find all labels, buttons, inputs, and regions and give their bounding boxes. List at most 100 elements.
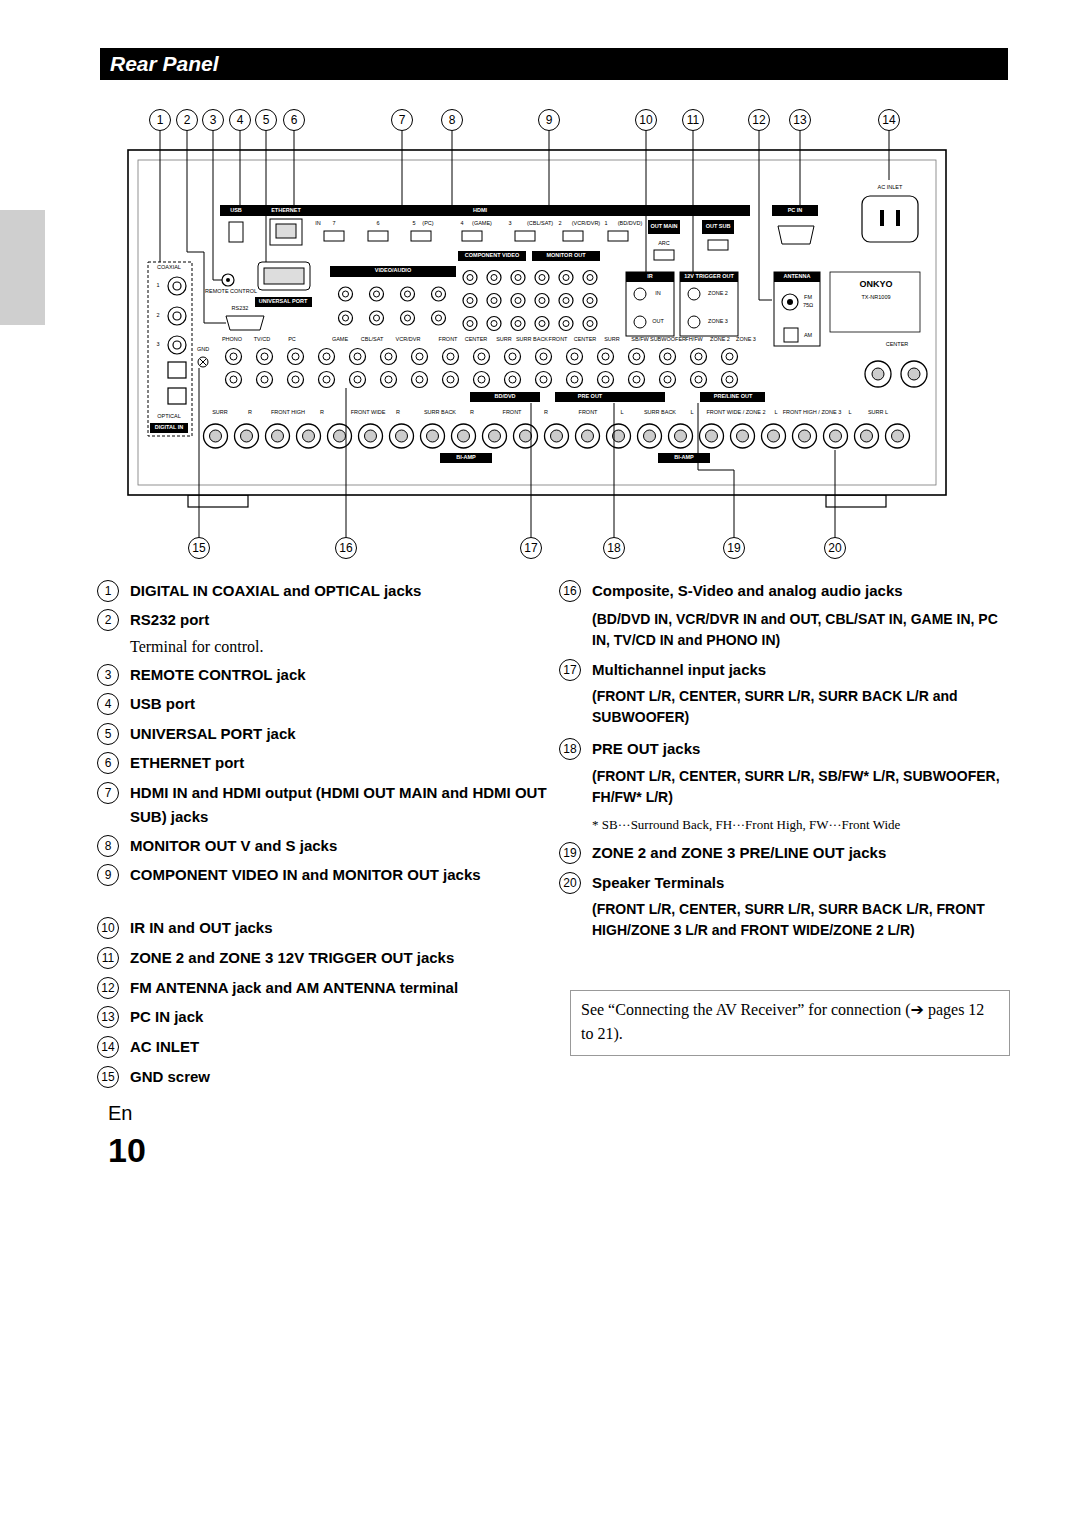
universal-port-socket [264,268,304,284]
callout-number: 18 [603,537,625,559]
item-text: FM ANTENNA jack and AM ANTENNA terminal [130,976,555,1000]
ac-pin [880,210,884,226]
callout-number: 9 [538,109,560,131]
item-detail: (BD/DVD IN, VCR/DVR IN and OUT, CBL/SAT … [592,609,1017,651]
item-text: PC IN jack [130,1005,555,1029]
leader-line [402,131,403,205]
panel-label: REMOTE CONTROL [205,289,257,295]
note-box: See “Connecting the AV Receiver” for con… [570,990,1010,1056]
item-text: PRE OUT jacks [592,737,1017,761]
ir-jack [634,316,646,328]
item-detail: (FRONT L/R, CENTER, SURR L/R, SURR BACK … [592,899,1017,941]
item-text: UNIVERSAL PORT jack [130,722,555,746]
hdmi-port [708,240,728,250]
item-detail: (FRONT L/R, CENTER, SURR L/R, SB/FW* L/R… [592,766,1017,808]
panel-label: IN [315,221,321,227]
bd-dvd-header [470,392,540,402]
panel-header-label: OUT MAIN [650,224,677,230]
leader-line [160,131,161,262]
panel-label: VCR/DVR [396,337,421,343]
language-tag: En [108,1101,132,1125]
panel-label: ZONE 3 [736,337,756,343]
brand-label: ONKYO [859,280,892,289]
panel-label: (BD/DVD) [618,221,642,227]
panel-label: (PC) [422,221,433,227]
panel-label: 7 [332,221,335,227]
hdmi-port [411,231,431,241]
item-note: Terminal for control. [130,636,555,658]
digital-in-group [148,262,192,436]
callout-number: 1 [149,109,171,131]
callout-number: 3 [97,664,119,686]
panel-label: 4 [460,221,463,227]
item-text: GND screw [130,1065,555,1089]
panel-label: L [774,410,777,416]
universal-port-header [255,297,312,307]
panel-label: 5 [412,221,415,227]
panel-label: R [544,410,548,416]
coaxial-jack-core [173,282,181,290]
universal-port-connector [258,262,310,290]
panel-label: 3 [508,221,511,227]
panel-label: PHONO [222,337,242,343]
panel-label: FH/FW [685,337,702,343]
leader-line [835,450,836,537]
panel-label: CENTER [465,337,488,343]
callout-number: 11 [682,109,704,131]
receiver-body [128,150,946,495]
gnd-screw-cross [200,359,206,365]
panel-label: FM [804,295,812,301]
panel-label: 1 [604,221,607,227]
item-text: ZONE 2 and ZONE 3 12V TRIGGER OUT jacks [130,946,555,970]
panel-header-label: PC IN [788,208,803,214]
antenna-header [774,272,820,282]
panel-header-label: PRE/LINE OUT [714,394,753,400]
coaxial-jack-core [173,341,181,349]
panel-label: SURR BACK [516,337,548,343]
callout-number: 17 [559,659,581,681]
callout-number: 10 [97,917,119,939]
callout-number: 8 [441,109,463,131]
panel-label: R [470,410,474,416]
panel-label: SURR [496,337,512,343]
callout-number: 2 [97,609,119,631]
panel-label: 2 [156,313,159,319]
hdmi-port [515,231,535,241]
panel-header-label: BI-AMP [674,455,694,461]
leader-line [266,131,267,262]
pre-line-out-header [700,392,765,402]
panel-label: 75Ω [803,303,813,309]
panel-label: RS232 [232,306,249,312]
panel-label: SUBWOOFER [650,337,686,343]
item-text: Speaker Terminals [592,871,1017,895]
item-text: REMOTE CONTROL jack [130,663,555,687]
leader-line [294,131,295,205]
ir-box [626,272,674,336]
item-text: AC INLET [130,1035,555,1059]
callout-number: 7 [97,782,119,804]
callout-number: 14 [97,1036,119,1058]
callout-number: 16 [559,580,581,602]
panel-label: SB/FW [631,337,648,343]
callout-number: 5 [97,723,119,745]
callout-number: 13 [789,109,811,131]
panel-header-label: ETHERNET [271,208,301,214]
callout-number: 3 [202,109,224,131]
footnote: * SB···Surround Back, FH···Front High, F… [592,816,1017,834]
callout-number: 15 [188,537,210,559]
coaxial-jack-core [173,312,181,320]
panel-header-label: VIDEO/AUDIO [375,268,411,274]
panel-header-label: MONITOR OUT [546,253,585,259]
callout-number: 4 [97,693,119,715]
callout-number: 12 [97,977,119,999]
ac-inlet [862,196,918,242]
panel-label: FRONT HIGH / ZONE 3 [783,410,842,416]
item-text: DIGITAL IN COAXIAL and OPTICAL jacks [130,579,555,603]
usb-port [229,222,243,242]
trigger-jack [688,316,700,328]
side-tab [0,210,45,325]
vga-connector [778,226,814,244]
panel-label: TX-NR1009 [861,295,890,301]
ir-jack [634,288,646,300]
panel-label: GND [197,347,209,353]
